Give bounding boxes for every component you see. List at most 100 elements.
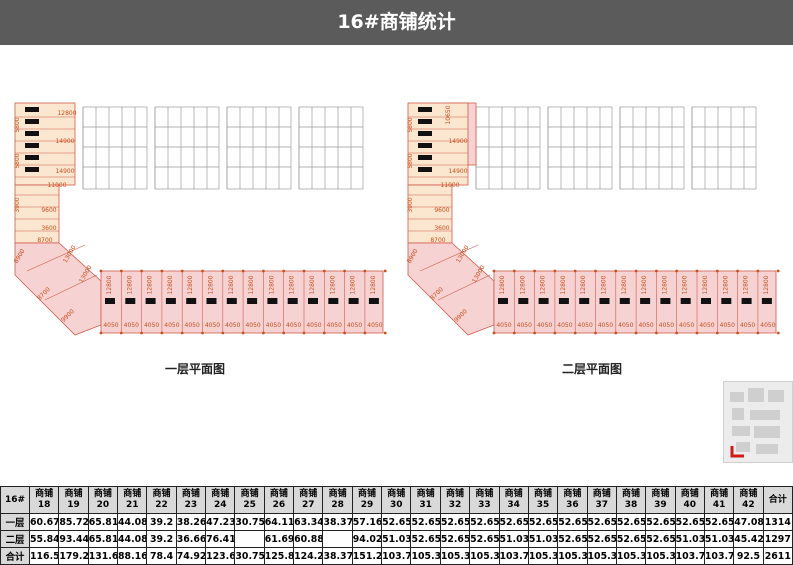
- dimension-label: 12800: [702, 275, 709, 294]
- table-cell: 52.65: [703, 513, 735, 531]
- table-cell: 52.65: [469, 513, 500, 531]
- dimension-dot: [343, 269, 346, 273]
- table-cell: 92.5: [733, 547, 764, 565]
- dimension-label: 12800: [601, 275, 608, 294]
- dimension-dot: [634, 331, 638, 335]
- table-cell: 38.37: [322, 547, 353, 565]
- table-cell: 52.65: [410, 513, 441, 531]
- dimension-label: 12800: [743, 275, 750, 294]
- dimension-dot: [736, 331, 739, 335]
- dimension-dot: [655, 269, 658, 273]
- table-cell: 94.02: [351, 530, 383, 548]
- table-cell: 103.7: [498, 547, 529, 565]
- dimension-dot: [533, 331, 536, 335]
- dimension-label: 12800: [147, 275, 154, 294]
- table-cell: 65.81: [87, 530, 119, 548]
- column-header: 商铺 31: [410, 486, 441, 514]
- table-cell: 103.7: [674, 547, 705, 565]
- dimension-dot: [383, 269, 387, 273]
- dimension-dot: [302, 331, 306, 335]
- table-cell: 60.88: [293, 530, 324, 548]
- table-cell: 52.65: [615, 513, 647, 531]
- dimension-dot: [614, 269, 618, 273]
- table-cell: 1314: [762, 513, 793, 531]
- column-header: 商铺 35: [527, 486, 559, 514]
- dimension-dot: [160, 269, 164, 273]
- column-header: 商铺 18: [28, 486, 60, 514]
- column-header: 商铺 40: [674, 486, 705, 514]
- dimension-dot: [160, 331, 164, 335]
- dimension-label: 8700: [430, 237, 445, 244]
- table-cell: 52.65: [557, 530, 588, 548]
- dimension-label: 4050: [347, 322, 362, 329]
- shop-fixture: [518, 298, 529, 304]
- table-cell: 30.75: [234, 513, 265, 531]
- dimension-dot: [99, 269, 103, 273]
- table-cell: 52.65: [586, 530, 617, 548]
- column-header: 商铺 33: [469, 486, 500, 514]
- dimension-label: 4050: [679, 322, 694, 329]
- table-cell: 76.41: [205, 530, 236, 548]
- dimension-label: 4050: [537, 322, 552, 329]
- dimension-label: 9600: [41, 207, 56, 214]
- column-header: 商铺 23: [175, 486, 207, 514]
- residential-outline: [475, 106, 757, 190]
- shop-fixture: [165, 298, 176, 304]
- table-cell: 103.7: [703, 547, 735, 565]
- column-header: 商铺 26: [263, 486, 295, 514]
- table-cell: 51.03: [527, 530, 559, 548]
- table-cell: 63.34: [293, 513, 324, 531]
- shop-fixture: [680, 298, 691, 304]
- column-header: 商铺 21: [117, 486, 148, 514]
- table-cell: 105.3: [527, 547, 559, 565]
- shop-fixture: [368, 298, 379, 304]
- table-cell: 52.65: [557, 513, 588, 531]
- dimension-dot: [512, 269, 516, 273]
- dimension-dot: [675, 331, 679, 335]
- dimension-label: 4050: [225, 322, 240, 329]
- dimension-label: 4050: [598, 322, 613, 329]
- dimension-label: 4050: [659, 322, 674, 329]
- column-header: 商铺 19: [58, 486, 89, 514]
- dimension-dot: [180, 269, 184, 273]
- shop-fixture: [308, 298, 318, 304]
- dimension-label: 3900: [407, 197, 414, 212]
- table-cell: 74.92: [175, 547, 207, 565]
- table-cell: 39.2: [146, 530, 177, 548]
- table-cell: 39.2: [146, 513, 177, 531]
- dimension-dot: [383, 331, 387, 335]
- table-cell: 52.65: [469, 530, 500, 548]
- dimension-label: 4050: [740, 322, 755, 329]
- dimension-label: 12800: [187, 275, 194, 294]
- dimension-label: 4050: [266, 322, 281, 329]
- dimension-dot: [715, 331, 719, 335]
- shop-fixture: [125, 298, 136, 304]
- dimension-label: 11000: [440, 182, 459, 189]
- dimension-dot: [99, 331, 103, 335]
- column-header: 商铺 22: [146, 486, 177, 514]
- shop-fixture: [226, 298, 237, 304]
- dimension-label: 12800: [228, 275, 235, 294]
- row-label: 一层: [0, 513, 30, 531]
- dimension-dot: [512, 331, 516, 335]
- shop-zone: [14, 184, 60, 244]
- shop-fixture: [418, 107, 432, 112]
- shop-fixture: [418, 143, 432, 148]
- dimension-label: 4050: [760, 322, 775, 329]
- dimension-label: 12800: [722, 275, 729, 294]
- dimension-dot: [140, 331, 144, 335]
- table-cell: 1297: [762, 530, 793, 548]
- dimension-label: 12800: [560, 275, 567, 294]
- table-cell: 105.3: [615, 547, 647, 565]
- table-cell: 38.37: [322, 513, 353, 531]
- dimension-label: 14900: [448, 168, 467, 175]
- shop-fixture: [247, 298, 258, 304]
- dimension-label: 4050: [557, 322, 572, 329]
- dimension-dot: [553, 269, 557, 273]
- table-cell: 45.42: [733, 530, 764, 548]
- dimension-dot: [614, 331, 618, 335]
- shop-fixture: [660, 298, 671, 304]
- table-cell: 123.6: [205, 547, 236, 565]
- shop-fixture: [287, 298, 298, 304]
